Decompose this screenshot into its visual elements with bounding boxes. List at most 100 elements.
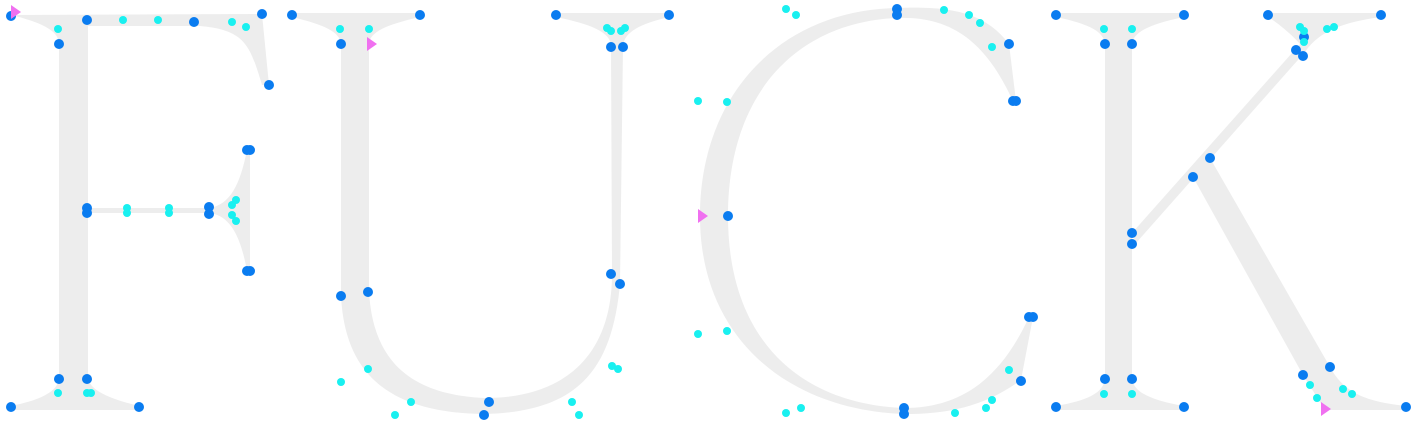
off-curve-point[interactable] (1313, 394, 1321, 402)
off-curve-point[interactable] (1300, 38, 1308, 46)
contour-start-marker[interactable] (1321, 402, 1331, 416)
off-curve-point[interactable] (242, 23, 250, 31)
off-curve-point[interactable] (165, 209, 173, 217)
off-curve-point[interactable] (232, 217, 240, 225)
on-curve-point[interactable] (1298, 51, 1308, 61)
on-curve-point[interactable] (1263, 10, 1273, 20)
off-curve-point[interactable] (1100, 390, 1108, 398)
off-curve-point[interactable] (337, 378, 345, 386)
on-curve-point[interactable] (618, 42, 628, 52)
on-curve-point[interactable] (1325, 362, 1335, 372)
on-curve-point[interactable] (1401, 402, 1411, 412)
on-curve-point[interactable] (287, 10, 297, 20)
on-curve-point[interactable] (1127, 39, 1137, 49)
on-curve-point[interactable] (336, 39, 346, 49)
off-curve-point[interactable] (123, 209, 131, 217)
off-curve-point[interactable] (792, 11, 800, 19)
on-curve-point[interactable] (1004, 39, 1014, 49)
on-curve-point[interactable] (1008, 96, 1018, 106)
off-curve-point[interactable] (951, 409, 959, 417)
off-curve-point[interactable] (1100, 25, 1108, 33)
on-curve-point[interactable] (1298, 370, 1308, 380)
off-curve-point[interactable] (694, 330, 702, 338)
off-curve-point[interactable] (228, 211, 236, 219)
on-curve-point[interactable] (245, 145, 255, 155)
contour-start-marker[interactable] (698, 209, 708, 223)
on-curve-point[interactable] (899, 409, 909, 419)
on-curve-point[interactable] (1205, 153, 1215, 163)
off-curve-point[interactable] (575, 411, 583, 419)
contour-start-marker[interactable] (11, 5, 21, 19)
on-curve-point[interactable] (551, 10, 561, 20)
on-curve-point[interactable] (336, 291, 346, 301)
off-curve-point[interactable] (607, 27, 615, 35)
on-curve-point[interactable] (1127, 374, 1137, 384)
on-curve-point[interactable] (1100, 39, 1110, 49)
off-curve-point[interactable] (982, 404, 990, 412)
on-curve-point[interactable] (1100, 374, 1110, 384)
off-curve-point[interactable] (1128, 25, 1136, 33)
off-curve-point[interactable] (797, 404, 805, 412)
on-curve-point[interactable] (723, 211, 733, 221)
on-curve-point[interactable] (54, 374, 64, 384)
off-curve-point[interactable] (1005, 366, 1013, 374)
off-curve-point[interactable] (87, 389, 95, 397)
off-curve-point[interactable] (568, 398, 576, 406)
off-curve-point[interactable] (228, 18, 236, 26)
on-curve-point[interactable] (257, 9, 267, 19)
on-curve-point[interactable] (54, 39, 64, 49)
off-curve-point[interactable] (976, 19, 984, 27)
off-curve-point[interactable] (1300, 27, 1308, 35)
on-curve-point[interactable] (479, 410, 489, 420)
on-curve-point[interactable] (245, 266, 255, 276)
on-curve-point[interactable] (606, 42, 616, 52)
off-curve-point[interactable] (782, 5, 790, 13)
on-curve-point[interactable] (1127, 228, 1137, 238)
off-curve-point[interactable] (988, 396, 996, 404)
off-curve-point[interactable] (1306, 381, 1314, 389)
off-curve-point[interactable] (1339, 385, 1347, 393)
on-curve-point[interactable] (615, 279, 625, 289)
on-curve-point[interactable] (82, 208, 92, 218)
off-curve-point[interactable] (940, 6, 948, 14)
off-curve-point[interactable] (365, 25, 373, 33)
off-curve-point[interactable] (965, 11, 973, 19)
on-curve-point[interactable] (484, 397, 494, 407)
off-curve-point[interactable] (1128, 390, 1136, 398)
on-curve-point[interactable] (1291, 45, 1301, 55)
off-curve-point[interactable] (364, 365, 372, 373)
off-curve-point[interactable] (54, 389, 62, 397)
on-curve-point[interactable] (1179, 10, 1189, 20)
off-curve-point[interactable] (391, 411, 399, 419)
off-curve-point[interactable] (723, 98, 731, 106)
on-curve-point[interactable] (204, 202, 214, 212)
off-curve-point[interactable] (232, 196, 240, 204)
off-curve-point[interactable] (54, 25, 62, 33)
on-curve-point[interactable] (1028, 312, 1038, 322)
off-curve-point[interactable] (119, 16, 127, 24)
on-curve-point[interactable] (1188, 172, 1198, 182)
on-curve-point[interactable] (363, 287, 373, 297)
on-curve-point[interactable] (1127, 239, 1137, 249)
on-curve-point[interactable] (189, 17, 199, 27)
on-curve-point[interactable] (664, 10, 674, 20)
off-curve-point[interactable] (154, 16, 162, 24)
off-curve-point[interactable] (723, 327, 731, 335)
on-curve-point[interactable] (6, 402, 16, 412)
on-curve-point[interactable] (606, 269, 616, 279)
on-curve-point[interactable] (1051, 10, 1061, 20)
on-curve-point[interactable] (204, 209, 214, 219)
off-curve-point[interactable] (1323, 25, 1331, 33)
off-curve-point[interactable] (694, 97, 702, 105)
on-curve-point[interactable] (134, 402, 144, 412)
on-curve-point[interactable] (82, 374, 92, 384)
on-curve-point[interactable] (415, 10, 425, 20)
on-curve-point[interactable] (1376, 10, 1386, 20)
off-curve-point[interactable] (614, 365, 622, 373)
off-curve-point[interactable] (608, 362, 616, 370)
on-curve-point[interactable] (1051, 402, 1061, 412)
on-curve-point[interactable] (892, 10, 902, 20)
off-curve-point[interactable] (336, 25, 344, 33)
off-curve-point[interactable] (988, 43, 996, 51)
off-curve-point[interactable] (1348, 390, 1356, 398)
